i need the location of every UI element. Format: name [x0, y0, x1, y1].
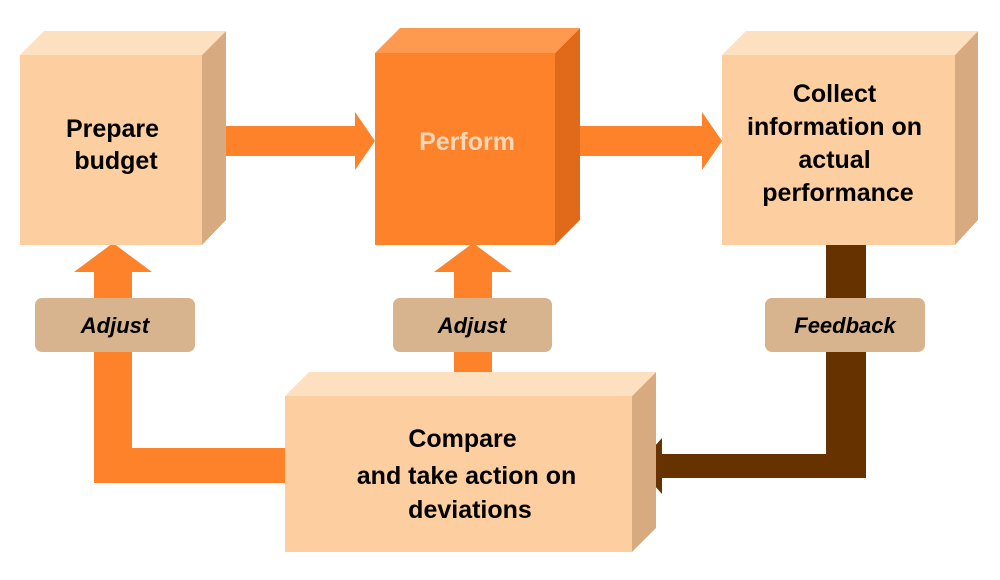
compare-label-line-1: Compare [408, 425, 516, 453]
collect-information-box: Collect information on actual performanc… [722, 31, 978, 245]
adjust-tag-middle-label: Adjust [437, 313, 508, 338]
collect-box-face [722, 55, 955, 245]
adjust-tag-left-label: Adjust [80, 313, 151, 338]
prepare-label-line-1: Prepare [66, 115, 159, 143]
prepare-box-top [20, 31, 226, 55]
compare-box-face [285, 396, 632, 552]
perform-box: Perform [375, 28, 580, 245]
compare-box-top [285, 372, 656, 396]
compare-box-label: Compare and take action on deviations [357, 425, 583, 524]
perform-box-side [555, 28, 580, 245]
adjust-tag-left: Adjust [35, 298, 195, 352]
collect-label-line-4: performance [762, 179, 914, 207]
collect-box-label: Collect information on actual performanc… [747, 80, 929, 207]
arrow-feedback-to-compare [637, 245, 866, 494]
arrow-compare-to-prepare [74, 243, 285, 483]
prepare-budget-box: Prepare budget [20, 31, 226, 245]
perform-box-face [375, 53, 555, 245]
feedback-tag-bg [765, 298, 925, 352]
compare-label-line-2: and take action on [357, 462, 576, 490]
collect-box-top [722, 31, 978, 55]
arrow-perform-to-collect [568, 112, 722, 170]
prepare-box-label: Prepare budget [66, 115, 166, 175]
collect-box-side [955, 31, 978, 245]
compare-box-side [632, 372, 656, 552]
prepare-box-face [20, 55, 202, 245]
collect-label-line-3: actual [798, 146, 870, 174]
prepare-label-line-2: budget [74, 147, 158, 175]
compare-label-line-3: deviations [408, 496, 532, 524]
perform-box-label: Perform [419, 128, 515, 156]
adjust-tag-middle-bg [393, 298, 552, 352]
perform-box-top [375, 28, 580, 53]
adjust-tag-middle: Adjust [393, 298, 552, 352]
perform-label-line-1: Perform [419, 128, 515, 156]
feedback-tag-label: Feedback [794, 313, 897, 338]
compare-box: Compare and take action on deviations [285, 372, 656, 552]
adjust-tag-left-bg [35, 298, 195, 352]
collect-label-line-1: Collect [793, 80, 877, 108]
feedback-tag: Feedback [765, 298, 925, 352]
prepare-box-side [202, 31, 226, 245]
collect-label-line-2: information on [747, 113, 922, 141]
arrow-prepare-to-perform [212, 112, 375, 170]
